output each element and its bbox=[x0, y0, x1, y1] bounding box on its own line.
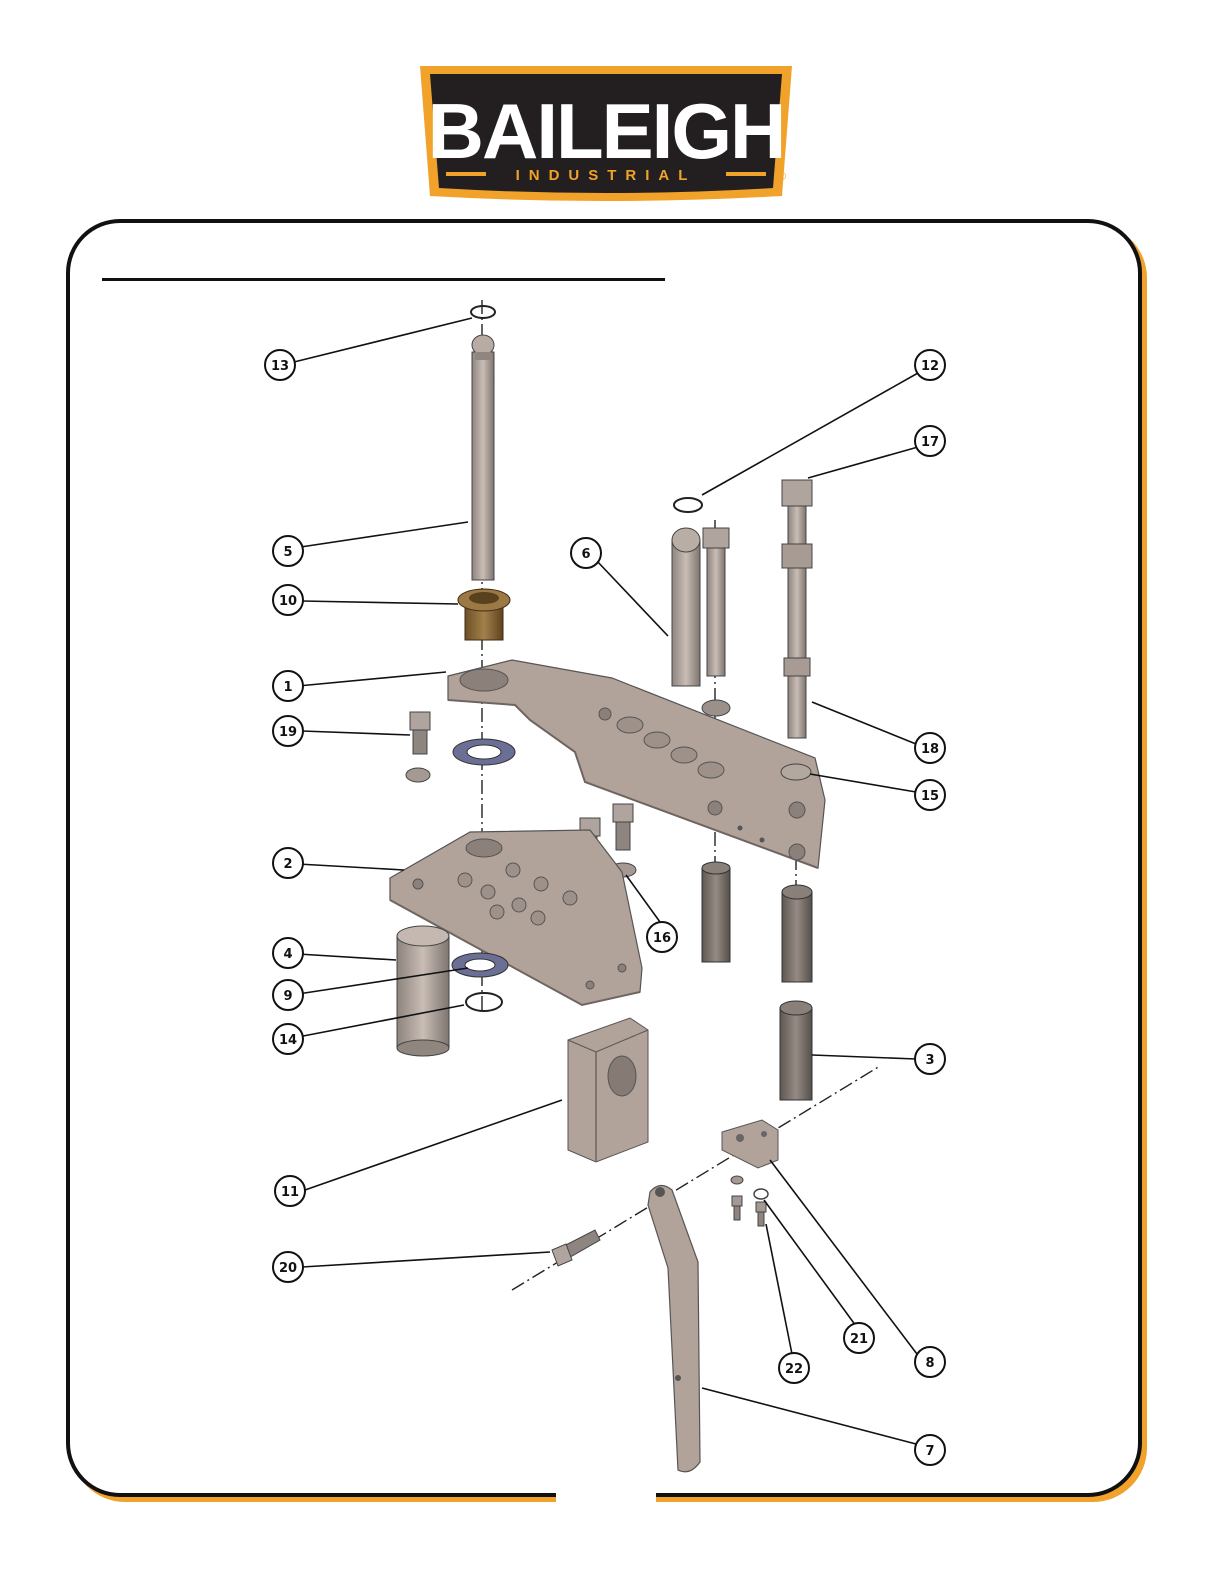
callout-12: 12 bbox=[915, 350, 945, 380]
callout-16-label: 16 bbox=[653, 931, 671, 946]
callout-7: 7 bbox=[915, 1435, 945, 1465]
callout-21-label: 21 bbox=[850, 1332, 868, 1347]
callout-6-label: 6 bbox=[581, 547, 590, 562]
callout-5-label: 5 bbox=[283, 545, 292, 560]
callout-21: 21 bbox=[844, 1323, 874, 1353]
callout-1: 1 bbox=[273, 671, 303, 701]
callout-18-label: 18 bbox=[921, 742, 939, 757]
part-20-shoulder-bolt bbox=[552, 1230, 600, 1266]
part-10-bronze-bushing bbox=[458, 589, 510, 640]
nut-under-stud bbox=[702, 700, 730, 716]
callout-19: 19 bbox=[273, 716, 303, 746]
part-12-retaining-ring bbox=[674, 498, 702, 512]
callout-11-label: 11 bbox=[281, 1185, 299, 1200]
callout-22-label: 22 bbox=[785, 1362, 803, 1377]
part-4-post bbox=[397, 926, 449, 1056]
callout-4: 4 bbox=[273, 938, 303, 968]
callout-12-label: 12 bbox=[921, 359, 939, 374]
callout-3: 3 bbox=[915, 1044, 945, 1074]
callout-7-label: 7 bbox=[925, 1444, 934, 1459]
callout-11: 11 bbox=[275, 1176, 305, 1206]
page-number-tab bbox=[556, 1478, 656, 1508]
callout-17-label: 17 bbox=[921, 435, 939, 450]
callout-2: 2 bbox=[273, 848, 303, 878]
callout-17: 17 bbox=[915, 426, 945, 456]
part-19-washer bbox=[406, 768, 430, 782]
callout-18: 18 bbox=[915, 733, 945, 763]
callout-19-label: 19 bbox=[279, 725, 297, 740]
callout-1-label: 1 bbox=[283, 680, 292, 695]
callout-8-label: 8 bbox=[925, 1356, 934, 1371]
part-21-22-screws bbox=[731, 1176, 768, 1226]
callout-4-label: 4 bbox=[283, 947, 292, 962]
callout-22: 22 bbox=[779, 1353, 809, 1383]
callout-8: 8 bbox=[915, 1347, 945, 1377]
callout-20: 20 bbox=[273, 1252, 303, 1282]
callout-10: 10 bbox=[273, 585, 303, 615]
callout-14-label: 14 bbox=[279, 1033, 297, 1048]
callout-2-label: 2 bbox=[283, 857, 292, 872]
callout-9-label: 9 bbox=[283, 989, 292, 1004]
part-11-block bbox=[568, 1018, 648, 1162]
callout-15-label: 15 bbox=[921, 789, 939, 804]
callout-14: 14 bbox=[273, 1024, 303, 1054]
callout-5: 5 bbox=[273, 536, 303, 566]
callout-16: 16 bbox=[647, 922, 677, 952]
part-15-washer bbox=[781, 764, 811, 780]
callout-3-label: 3 bbox=[925, 1053, 934, 1068]
callout-6: 6 bbox=[571, 538, 601, 568]
callout-15: 15 bbox=[915, 780, 945, 810]
part-7-handle bbox=[648, 1185, 700, 1471]
part-19-bolt bbox=[410, 712, 430, 754]
part-5-shaft bbox=[472, 335, 494, 580]
part-14-retaining-ring bbox=[466, 993, 502, 1011]
part-6-pivot-stud bbox=[672, 528, 729, 686]
callout-20-label: 20 bbox=[279, 1261, 297, 1276]
part-8-clamp-block bbox=[722, 1120, 778, 1168]
callout-9: 9 bbox=[273, 980, 303, 1010]
callout-10-label: 10 bbox=[279, 594, 297, 609]
part-13-retaining-ring bbox=[471, 306, 495, 318]
part-17-18-long-bolt bbox=[782, 480, 812, 738]
part-3-spacer-tubes bbox=[702, 862, 812, 1100]
callout-13-label: 13 bbox=[271, 359, 289, 374]
callout-13: 13 bbox=[265, 350, 295, 380]
